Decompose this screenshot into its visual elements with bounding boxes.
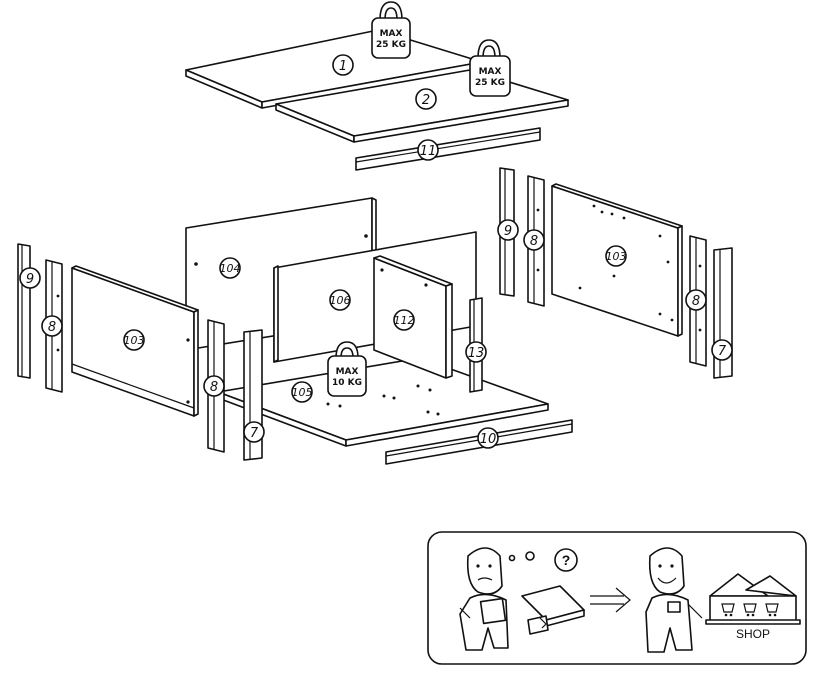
part-label-8-front-left: 8 [210, 380, 218, 395]
help-box: ? [427, 531, 807, 665]
weight-icon-bottom: MAX 10 KG [327, 341, 367, 397]
part-label-103-right: 103 [606, 250, 627, 263]
weight-icon-top-1: MAX 25 KG [371, 1, 411, 59]
confused-man-icon [459, 547, 509, 651]
thought-dot-small [508, 554, 516, 562]
broken-part-icon [521, 585, 585, 635]
happy-man-icon [645, 547, 703, 653]
part-label-103-left: 103 [124, 334, 145, 347]
arrow-right-icon [590, 587, 631, 613]
part-label-7-left: 7 [250, 426, 259, 441]
rail-10: 10 [385, 419, 573, 465]
part-label-13: 13 [468, 346, 485, 361]
right-front-rail-8: 8 [685, 235, 707, 367]
right-rail-9: 9 [497, 167, 519, 297]
rail-11: 11 [355, 127, 541, 171]
front-left-rail-8: 8 [203, 319, 225, 453]
thought-dot-medium [525, 551, 535, 561]
part-label-2: 2 [422, 93, 430, 108]
right-post-7: 7 [711, 247, 733, 379]
weight-top-1-line2: 25 KG [376, 40, 406, 50]
part-label-7-right: 7 [718, 344, 727, 359]
part-label-8-left: 8 [48, 320, 56, 335]
shop-icon [705, 573, 801, 625]
part-label-1: 1 [339, 59, 347, 74]
side-panel-112: 112 [373, 255, 453, 379]
right-side-panel-103: 103 [551, 183, 683, 337]
part-label-106: 106 [330, 294, 351, 307]
weight-bottom-line2: 10 KG [332, 378, 362, 388]
weight-bottom-line1: MAX [336, 367, 359, 377]
part-label-8-right-front: 8 [692, 294, 700, 309]
part-label-105: 105 [292, 386, 313, 399]
part-label-8-right: 8 [530, 234, 538, 249]
right-rail-8: 8 [523, 175, 545, 307]
part-label-9-left: 9 [26, 272, 34, 287]
part-label-9-right: 9 [504, 224, 512, 239]
question-bubble [554, 548, 578, 572]
part-label-10: 10 [480, 432, 497, 447]
post-13: 13 [465, 297, 487, 393]
weight-icon-top-2: MAX 25 KG [469, 39, 511, 97]
shop-label: SHOP [736, 627, 770, 641]
part-label-11: 11 [420, 144, 437, 159]
left-side-panel-103: 103 [71, 265, 199, 417]
front-left-post-7: 7 [243, 329, 265, 461]
weight-top-2-line1: MAX [479, 67, 502, 77]
left-rail-8: 8 [41, 259, 63, 393]
weight-top-2-line2: 25 KG [475, 78, 505, 88]
weight-top-1-line1: MAX [380, 29, 403, 39]
question-mark: ? [562, 552, 571, 568]
part-label-104: 104 [220, 262, 241, 275]
part-label-112: 112 [394, 314, 415, 327]
left-rail-9: 9 [17, 243, 41, 379]
